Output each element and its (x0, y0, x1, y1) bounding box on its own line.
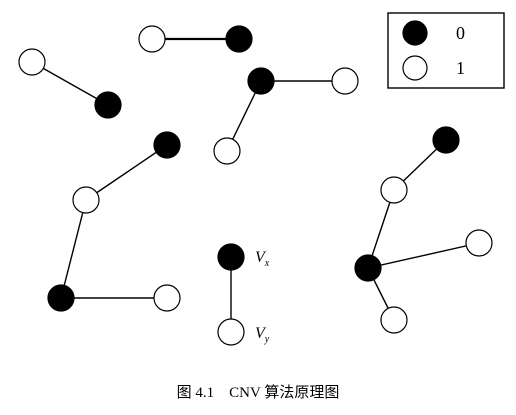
node-white (380, 306, 408, 334)
node-white (331, 67, 359, 95)
edge (367, 189, 395, 269)
vy-label-sub: y (264, 334, 270, 345)
node-labels: Vx Vy (255, 249, 270, 345)
legend-label-1: 1 (456, 58, 465, 78)
node-white (213, 137, 241, 165)
node-white (465, 229, 493, 257)
legend-label-0: 0 (456, 23, 465, 43)
node-white (18, 48, 46, 76)
node-black (247, 67, 275, 95)
edge (60, 199, 87, 299)
node-black (47, 284, 75, 312)
node-black (94, 91, 122, 119)
nodes (18, 25, 493, 346)
node-white (153, 284, 181, 312)
node-white (72, 186, 100, 214)
vy-label-main: V (255, 325, 267, 342)
node-black (225, 25, 253, 53)
legend-white-node (402, 55, 428, 81)
node-black (432, 126, 460, 154)
vx-label-main: V (255, 249, 267, 266)
node-vy-white (217, 318, 245, 346)
node-black (354, 254, 382, 282)
vx-label: Vx (255, 249, 270, 269)
edge (31, 61, 109, 106)
legend-black-node (402, 20, 428, 46)
node-vx-black (217, 243, 245, 271)
edge (367, 242, 480, 269)
legend: 0 1 (387, 12, 505, 89)
legend-box (387, 12, 505, 89)
figure-caption: 图 4.1 CNV 算法原理图 (176, 385, 340, 401)
node-black (153, 131, 181, 159)
edge (85, 144, 168, 201)
node-white (138, 25, 166, 53)
vx-label-sub: x (264, 258, 270, 269)
vy-label: Vy (255, 325, 270, 345)
node-white (380, 176, 408, 204)
